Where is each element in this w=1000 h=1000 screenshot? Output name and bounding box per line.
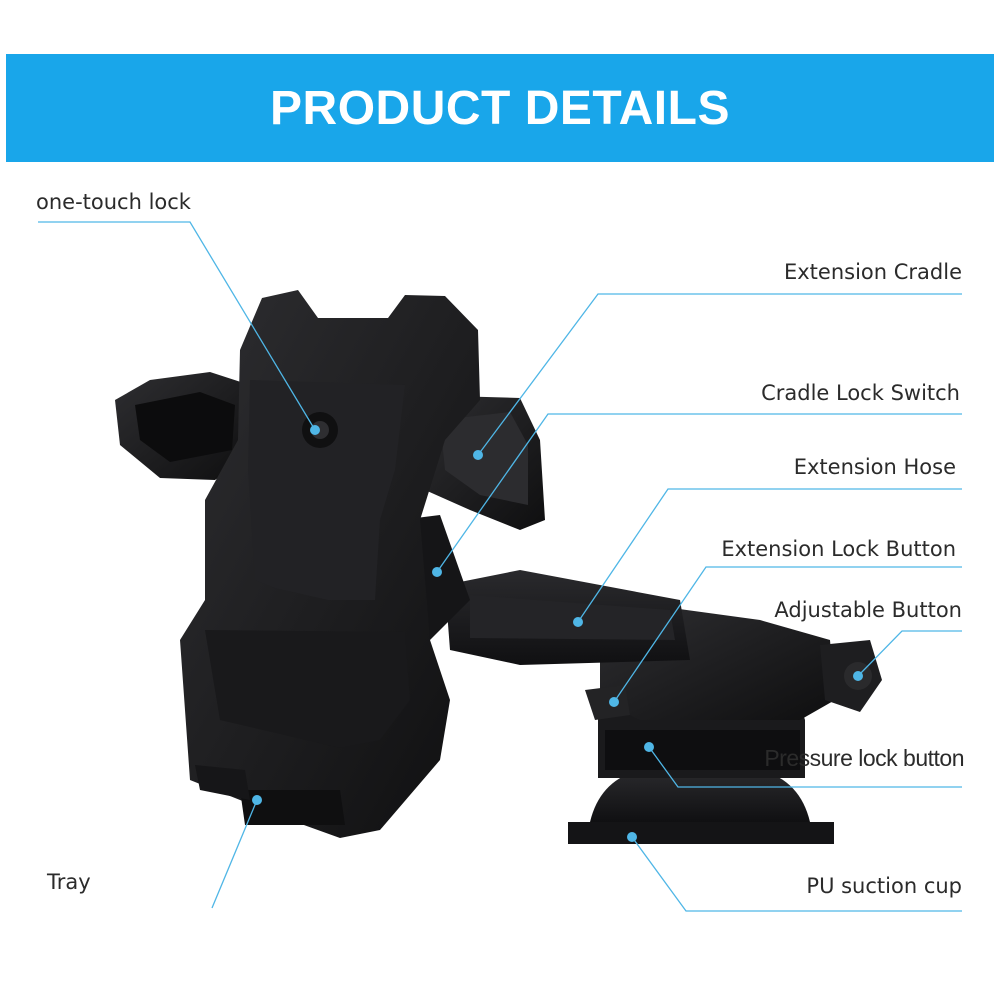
dot-cradle-lock-switch [432,567,442,577]
dot-extension-cradle [473,450,483,460]
leader-extension-lock-button [613,566,962,703]
leader-tray [211,799,258,909]
dot-pu-suction-cup [627,832,637,842]
leader-dots [252,425,863,842]
dot-pressure-lock-button [644,742,654,752]
label-tray: Tray [47,870,91,894]
dot-tray [252,795,262,805]
label-pu-suction-cup: PU suction cup [806,874,962,898]
tray [195,765,345,825]
leader-lines [38,221,962,912]
leader-cradle-lock-switch [436,413,962,573]
label-extension-hose: Extension Hose [793,455,956,479]
left-side-arm [115,372,250,480]
dot-extension-hose [573,617,583,627]
leader-one-touch-lock [38,221,316,431]
dot-adjustable-button [853,671,863,681]
label-extension-cradle: Extension Cradle [783,260,962,284]
leader-extension-cradle [477,293,962,456]
label-pressure-lock-button: Pressure lock button [764,745,964,771]
cradle-body [180,290,480,838]
label-adjustable-button: Adjustable Button [774,598,962,622]
extension-hose [445,570,690,665]
leader-pressure-lock-button [648,746,962,788]
leader-pu-suction-cup [631,836,962,912]
label-cradle-lock-switch: Cradle Lock Switch [761,381,960,405]
leader-extension-hose [577,488,962,623]
dot-one-touch-lock [310,425,320,435]
label-extension-lock-button: Extension Lock Button [721,537,956,561]
dot-extension-lock-button [609,697,619,707]
header-banner: PRODUCT DETAILS [6,54,994,162]
leader-adjustable-button [857,630,962,677]
page-title: PRODUCT DETAILS [270,81,730,135]
label-one-touch-lock: one-touch lock [36,190,191,214]
